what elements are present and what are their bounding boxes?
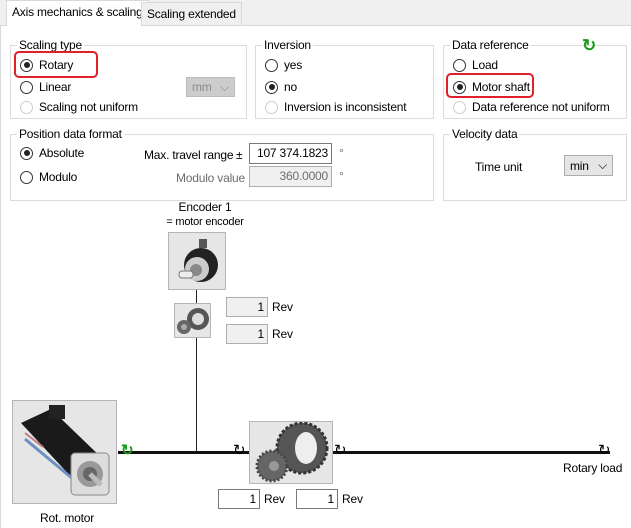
radio-circle: [20, 100, 33, 114]
inversion-group: Inversion: [255, 38, 434, 119]
tab-axis-mechanics[interactable]: Axis mechanics & scaling: [6, 0, 149, 27]
encoder-gear-out-input[interactable]: 1: [226, 324, 268, 344]
radio-circle: [453, 100, 466, 114]
velocity-group: Velocity data: [443, 127, 627, 201]
motor-label: Rot. motor: [40, 511, 95, 525]
group-title: Position data format: [17, 127, 124, 141]
dropdown-value: mm: [192, 80, 212, 94]
encoder-shaft-line: [196, 290, 197, 452]
gear-icon: [177, 308, 209, 334]
gear-in-input[interactable]: 1: [218, 489, 260, 509]
dropdown-value: min: [570, 158, 589, 173]
radio-circle: [453, 58, 466, 72]
gear-out-input[interactable]: 1: [296, 489, 338, 509]
radio-label: Inversion is inconsistent: [284, 100, 407, 114]
plusminus-label: ±: [236, 148, 243, 162]
encoder-image[interactable]: [168, 232, 226, 290]
max-travel-input[interactable]: 107 374.1823: [249, 143, 332, 164]
drive-shaft-line: [118, 451, 610, 454]
gearbox-icon: [255, 421, 329, 483]
rev-label: Rev: [272, 300, 293, 314]
radio-label: Rotary: [39, 58, 74, 72]
group-title: Data reference: [450, 38, 531, 52]
rotary-load-label: Rotary load: [563, 461, 623, 475]
scaling-type-group: Scaling type: [10, 38, 247, 119]
radio-label: Motor shaft: [472, 80, 530, 94]
radio-absolute[interactable]: Absolute: [20, 146, 84, 160]
rotation-icon[interactable]: ↻: [121, 442, 134, 459]
rotation-icon[interactable]: ↻: [334, 442, 347, 459]
unit-mark: °: [339, 169, 344, 183]
radio-label: Absolute: [39, 146, 85, 160]
encoder-caption: Encoder 1 = motor encoder: [150, 200, 260, 230]
rev-label: Rev: [342, 492, 363, 506]
position-format-group: Position data format: [10, 127, 434, 201]
radio-data-reference-not-uniform: Data reference not uniform: [453, 100, 610, 114]
radio-label: Linear: [39, 80, 72, 94]
radio-inversion-inconsistent: Inversion is inconsistent: [265, 100, 407, 114]
radio-circle: [265, 58, 278, 72]
rotation-icon[interactable]: ↻: [233, 442, 246, 459]
chevron-down-icon: ⌵: [220, 79, 229, 94]
radio-modulo[interactable]: Modulo: [20, 170, 77, 184]
time-unit-dropdown[interactable]: min ⌵: [564, 155, 613, 176]
motor-image[interactable]: [12, 400, 117, 504]
radio-linear[interactable]: Linear: [20, 80, 71, 94]
unit-mark: °: [339, 146, 344, 160]
unit-dropdown: mm ⌵: [186, 77, 235, 97]
tab-bar: Axis mechanics & scaling Scaling extende…: [0, 0, 631, 27]
group-title: Velocity data: [450, 127, 520, 141]
radio-label: no: [284, 80, 297, 94]
radio-circle: [20, 170, 33, 184]
radio-inversion-yes[interactable]: yes: [265, 58, 302, 72]
rev-label: Rev: [272, 327, 293, 341]
chevron-down-icon: ⌵: [598, 158, 607, 172]
radio-rotary[interactable]: Rotary: [20, 58, 73, 72]
radio-load[interactable]: Load: [453, 58, 498, 72]
modulo-value-label: Modulo value: [176, 171, 245, 185]
radio-circle: [20, 146, 33, 160]
encoder-gear-in-input[interactable]: 1: [226, 297, 268, 317]
radio-circle: [453, 80, 466, 94]
radio-scaling-not-uniform: Scaling not uniform: [20, 100, 138, 114]
radio-circle: [265, 100, 278, 114]
rotation-icon[interactable]: ↻: [598, 442, 611, 459]
radio-label: Data reference not uniform: [472, 100, 610, 114]
radio-motor-shaft[interactable]: Motor shaft: [453, 80, 530, 94]
radio-label: Scaling not uniform: [39, 100, 138, 114]
refresh-icon[interactable]: ↻: [582, 36, 597, 55]
radio-label: yes: [284, 58, 303, 72]
radio-label: Modulo: [39, 170, 78, 184]
encoder-gear-image[interactable]: [174, 303, 211, 338]
data-reference-group: Data reference: [443, 38, 627, 119]
encoder-title: Encoder 1: [178, 200, 232, 214]
radio-circle: [265, 80, 278, 94]
group-title: Scaling type: [17, 38, 84, 52]
gearbox-image[interactable]: [249, 421, 333, 484]
time-unit-label: Time unit: [475, 160, 523, 174]
rev-label: Rev: [264, 492, 285, 506]
radio-label: Load: [472, 58, 498, 72]
highlight-box: [14, 51, 98, 78]
motor-icon: [21, 405, 110, 496]
max-travel-label: Max. travel range: [144, 148, 234, 162]
radio-circle: [20, 80, 33, 94]
highlight-box: [446, 73, 534, 98]
encoder-icon: [178, 239, 218, 282]
tab-scaling-extended[interactable]: Scaling extended: [141, 2, 242, 26]
encoder-subtitle: = motor encoder: [166, 216, 244, 228]
group-title: Inversion: [262, 38, 313, 52]
modulo-value-input: 360.0000: [249, 166, 332, 187]
radio-circle: [20, 58, 33, 72]
radio-inversion-no[interactable]: no: [265, 80, 297, 94]
